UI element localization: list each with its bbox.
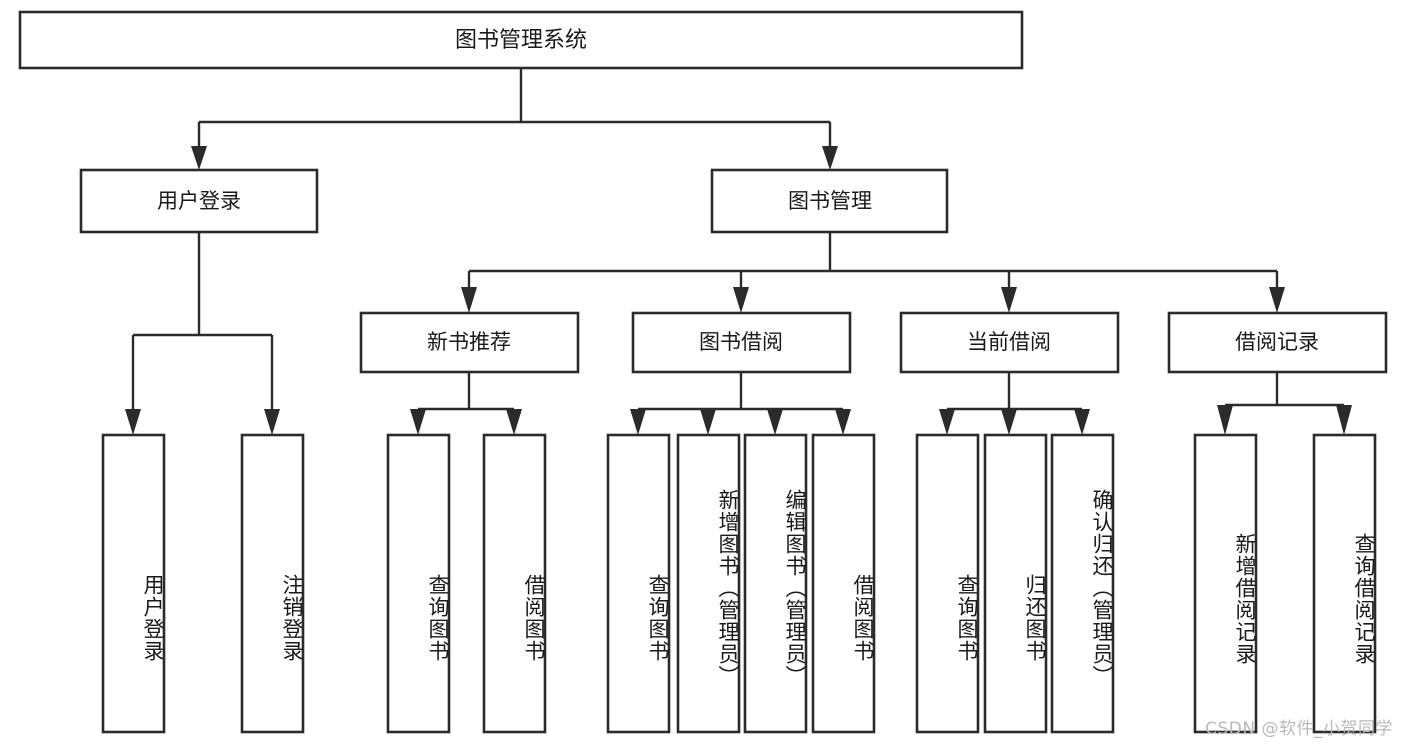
connector-group-borrow-record bbox=[1217, 372, 1352, 435]
node-borrow-record[interactable]: 借阅记录 bbox=[1167, 311, 1388, 374]
leaf-box-add-book[interactable] bbox=[676, 433, 741, 734]
arrow-head-current-borrow bbox=[1001, 287, 1017, 313]
connector-group-user-login bbox=[125, 232, 280, 435]
arrow-head-book-manage bbox=[822, 146, 838, 170]
arrow-head-user-login bbox=[191, 146, 207, 170]
watermark-text: CSDN @软件_小贺同学 bbox=[1205, 719, 1393, 739]
node-book-manage-box[interactable] bbox=[710, 168, 949, 234]
node-book-manage[interactable]: 图书管理 bbox=[710, 168, 949, 234]
arrow-head-leaf-user-login bbox=[125, 409, 141, 435]
arrow-head-leaf-edit-book bbox=[767, 409, 783, 435]
leaf-box-borrow-book-1[interactable] bbox=[482, 433, 547, 734]
node-new-book-recommend-label: 新书推荐 bbox=[427, 330, 511, 354]
node-book-manage-label: 图书管理 bbox=[788, 189, 872, 213]
arrow-head-leaf-return-book bbox=[1001, 409, 1017, 435]
connector-group-book-borrow bbox=[630, 372, 851, 435]
arrow-head-leaf-query-book-2 bbox=[630, 409, 646, 435]
node-current-borrow-box[interactable] bbox=[899, 311, 1120, 374]
connector-group-root bbox=[191, 68, 838, 170]
node-root-label: 图书管理系统 bbox=[455, 28, 587, 53]
leaf-box-edit-book[interactable] bbox=[743, 433, 808, 734]
arrow-head-leaf-logout-login bbox=[264, 409, 280, 435]
node-root[interactable]: 图书管理系统 bbox=[18, 10, 1024, 70]
node-book-borrow[interactable]: 图书借阅 bbox=[631, 311, 852, 374]
arrow-head-leaf-borrow-book-2 bbox=[835, 409, 851, 435]
node-user-login[interactable]: 用户登录 bbox=[79, 168, 319, 234]
node-user-login-label: 用户登录 bbox=[157, 189, 241, 213]
leaf-box-query-book-3[interactable] bbox=[915, 433, 980, 734]
arrow-head-leaf-query-record bbox=[1336, 405, 1352, 435]
node-current-borrow-label: 当前借阅 bbox=[967, 330, 1051, 354]
leaf-box-query-record[interactable] bbox=[1312, 433, 1377, 734]
arrow-head-leaf-confirm-return bbox=[1074, 409, 1090, 435]
leaf-box-user-login[interactable] bbox=[101, 433, 166, 734]
arrow-head-new-book-recommend bbox=[461, 287, 477, 313]
node-book-borrow-box[interactable] bbox=[631, 311, 852, 374]
leaf-box-confirm-return[interactable] bbox=[1050, 433, 1115, 734]
connector-group-book-manage bbox=[461, 232, 1285, 313]
node-book-borrow-label: 图书借阅 bbox=[699, 330, 783, 354]
arrow-head-leaf-borrow-book-1 bbox=[506, 409, 522, 435]
node-new-book-recommend-box[interactable] bbox=[359, 311, 580, 374]
leaf-box-query-book-2[interactable] bbox=[606, 433, 671, 734]
arrow-head-leaf-query-book-3 bbox=[939, 409, 955, 435]
arrow-head-borrow-record bbox=[1269, 287, 1285, 313]
leaf-boxes bbox=[101, 433, 1377, 734]
leaf-box-add-record[interactable] bbox=[1193, 433, 1258, 734]
connector-group-new-book-recommend bbox=[410, 372, 522, 435]
arrow-head-leaf-query-book-1 bbox=[410, 409, 426, 435]
arrow-head-book-borrow bbox=[733, 287, 749, 313]
node-borrow-record-label: 借阅记录 bbox=[1235, 330, 1319, 354]
connector-group-current-borrow bbox=[939, 372, 1090, 435]
leaf-box-query-book-1[interactable] bbox=[386, 433, 451, 734]
node-new-book-recommend[interactable]: 新书推荐 bbox=[359, 311, 580, 374]
arrow-head-leaf-add-record bbox=[1217, 405, 1233, 435]
leaf-box-borrow-book-2[interactable] bbox=[811, 433, 876, 734]
leaf-box-logout-login[interactable] bbox=[240, 433, 305, 734]
arrow-head-leaf-add-book bbox=[700, 409, 716, 435]
leaf-box-return-book[interactable] bbox=[983, 433, 1048, 734]
node-borrow-record-box[interactable] bbox=[1167, 311, 1388, 374]
node-user-login-box[interactable] bbox=[79, 168, 319, 234]
node-root-box[interactable] bbox=[18, 10, 1024, 70]
node-current-borrow[interactable]: 当前借阅 bbox=[899, 311, 1120, 374]
